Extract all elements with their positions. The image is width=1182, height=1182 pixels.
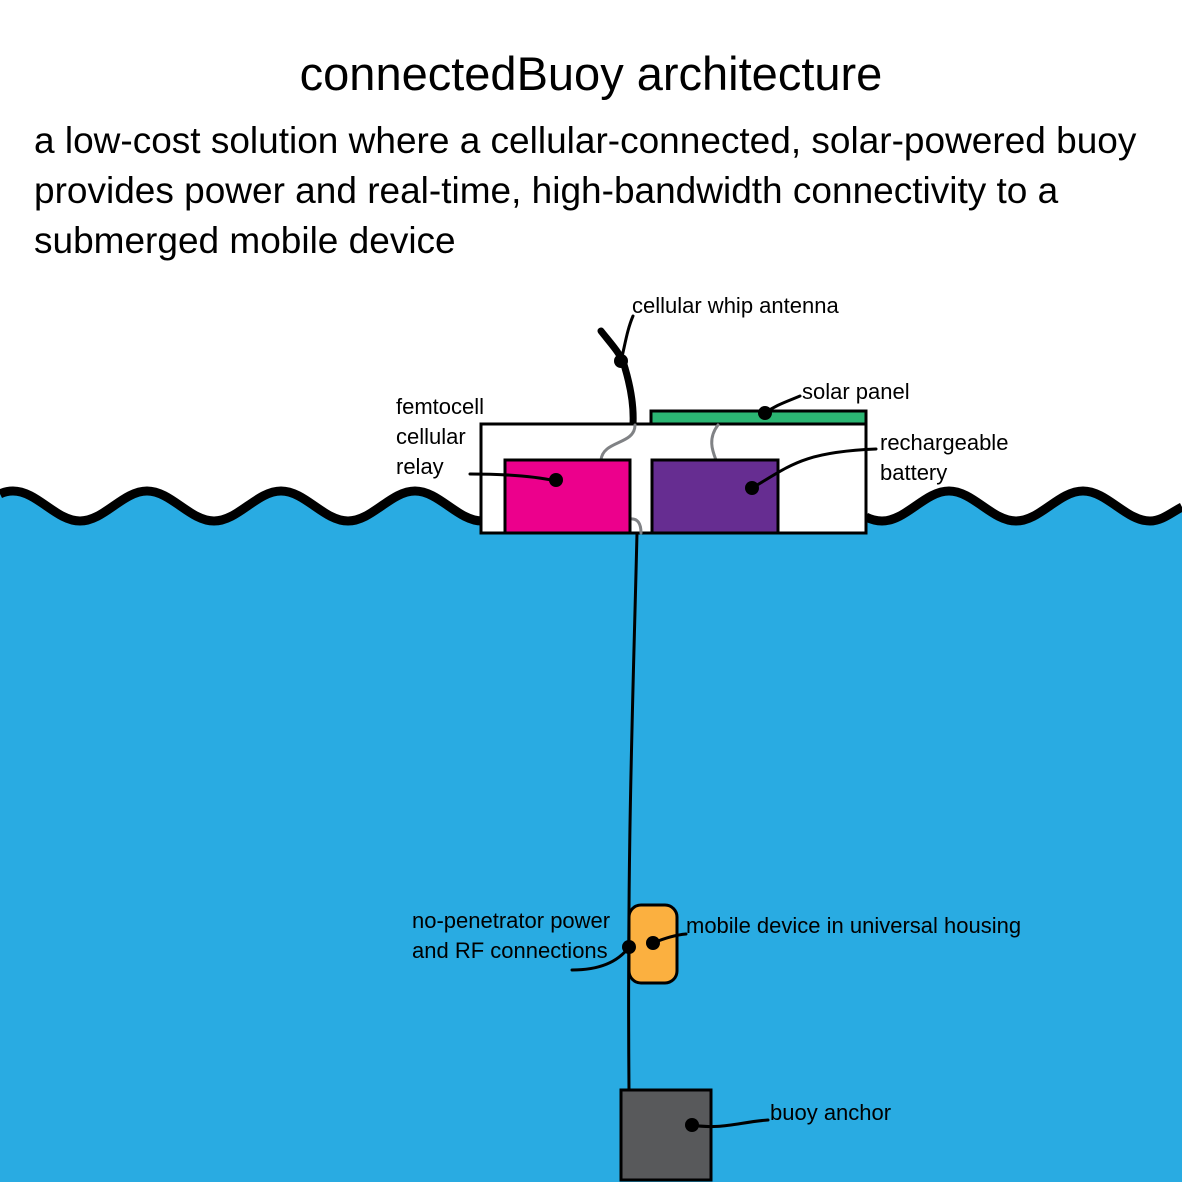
solar-panel-label: solar panel: [802, 379, 910, 404]
femtocell-label-line: cellular: [396, 424, 466, 449]
anchor-label: buoy anchor: [770, 1100, 891, 1125]
antenna-wire: [599, 423, 637, 462]
mobile-device-label: mobile device in universal housing: [686, 913, 1021, 938]
femtocell-label-line: relay: [396, 454, 444, 479]
solar-panel-callout-dot: [758, 406, 772, 420]
battery-callout-dot: [745, 481, 759, 495]
battery-label-line: battery: [880, 460, 947, 485]
anchor-leader-line: [690, 1118, 770, 1129]
subtitle-line: a low-cost solution where a cellular-con…: [34, 120, 1137, 161]
connections-label-line: no-penetrator power: [412, 908, 610, 933]
rechargeable-battery: [650, 458, 780, 535]
battery-leader-line: [750, 447, 878, 490]
anchor-callout-dot: [685, 1118, 699, 1132]
tether-link-wire: [628, 517, 643, 535]
water: [0, 491, 1182, 1182]
tether-cable: [627, 532, 639, 1091]
buoy-anchor: [619, 1088, 713, 1182]
subtitle-line: provides power and real-time, high-bandw…: [34, 170, 1059, 211]
femtocell-label-line: femtocell: [396, 394, 484, 419]
antenna-label: cellular whip antenna: [632, 293, 839, 318]
battery-label-line: rechargeable: [880, 430, 1008, 455]
subtitle-line: submerged mobile device: [34, 220, 456, 261]
connections-callout-dot: [622, 940, 636, 954]
connections-label-line: and RF connections: [412, 938, 608, 963]
antenna-callout-dot: [614, 354, 628, 368]
femtocell-relay: [503, 458, 632, 535]
diagram-title: connectedBuoy architecture: [300, 47, 883, 100]
wave-line-right: [863, 486, 1182, 526]
wave-line-left: [0, 486, 483, 526]
mobile-device-callout-dot: [646, 936, 660, 950]
femtocell-callout-dot: [549, 473, 563, 487]
solar-power-wire: [710, 423, 720, 462]
cellular-whip-antenna: [597, 327, 637, 428]
